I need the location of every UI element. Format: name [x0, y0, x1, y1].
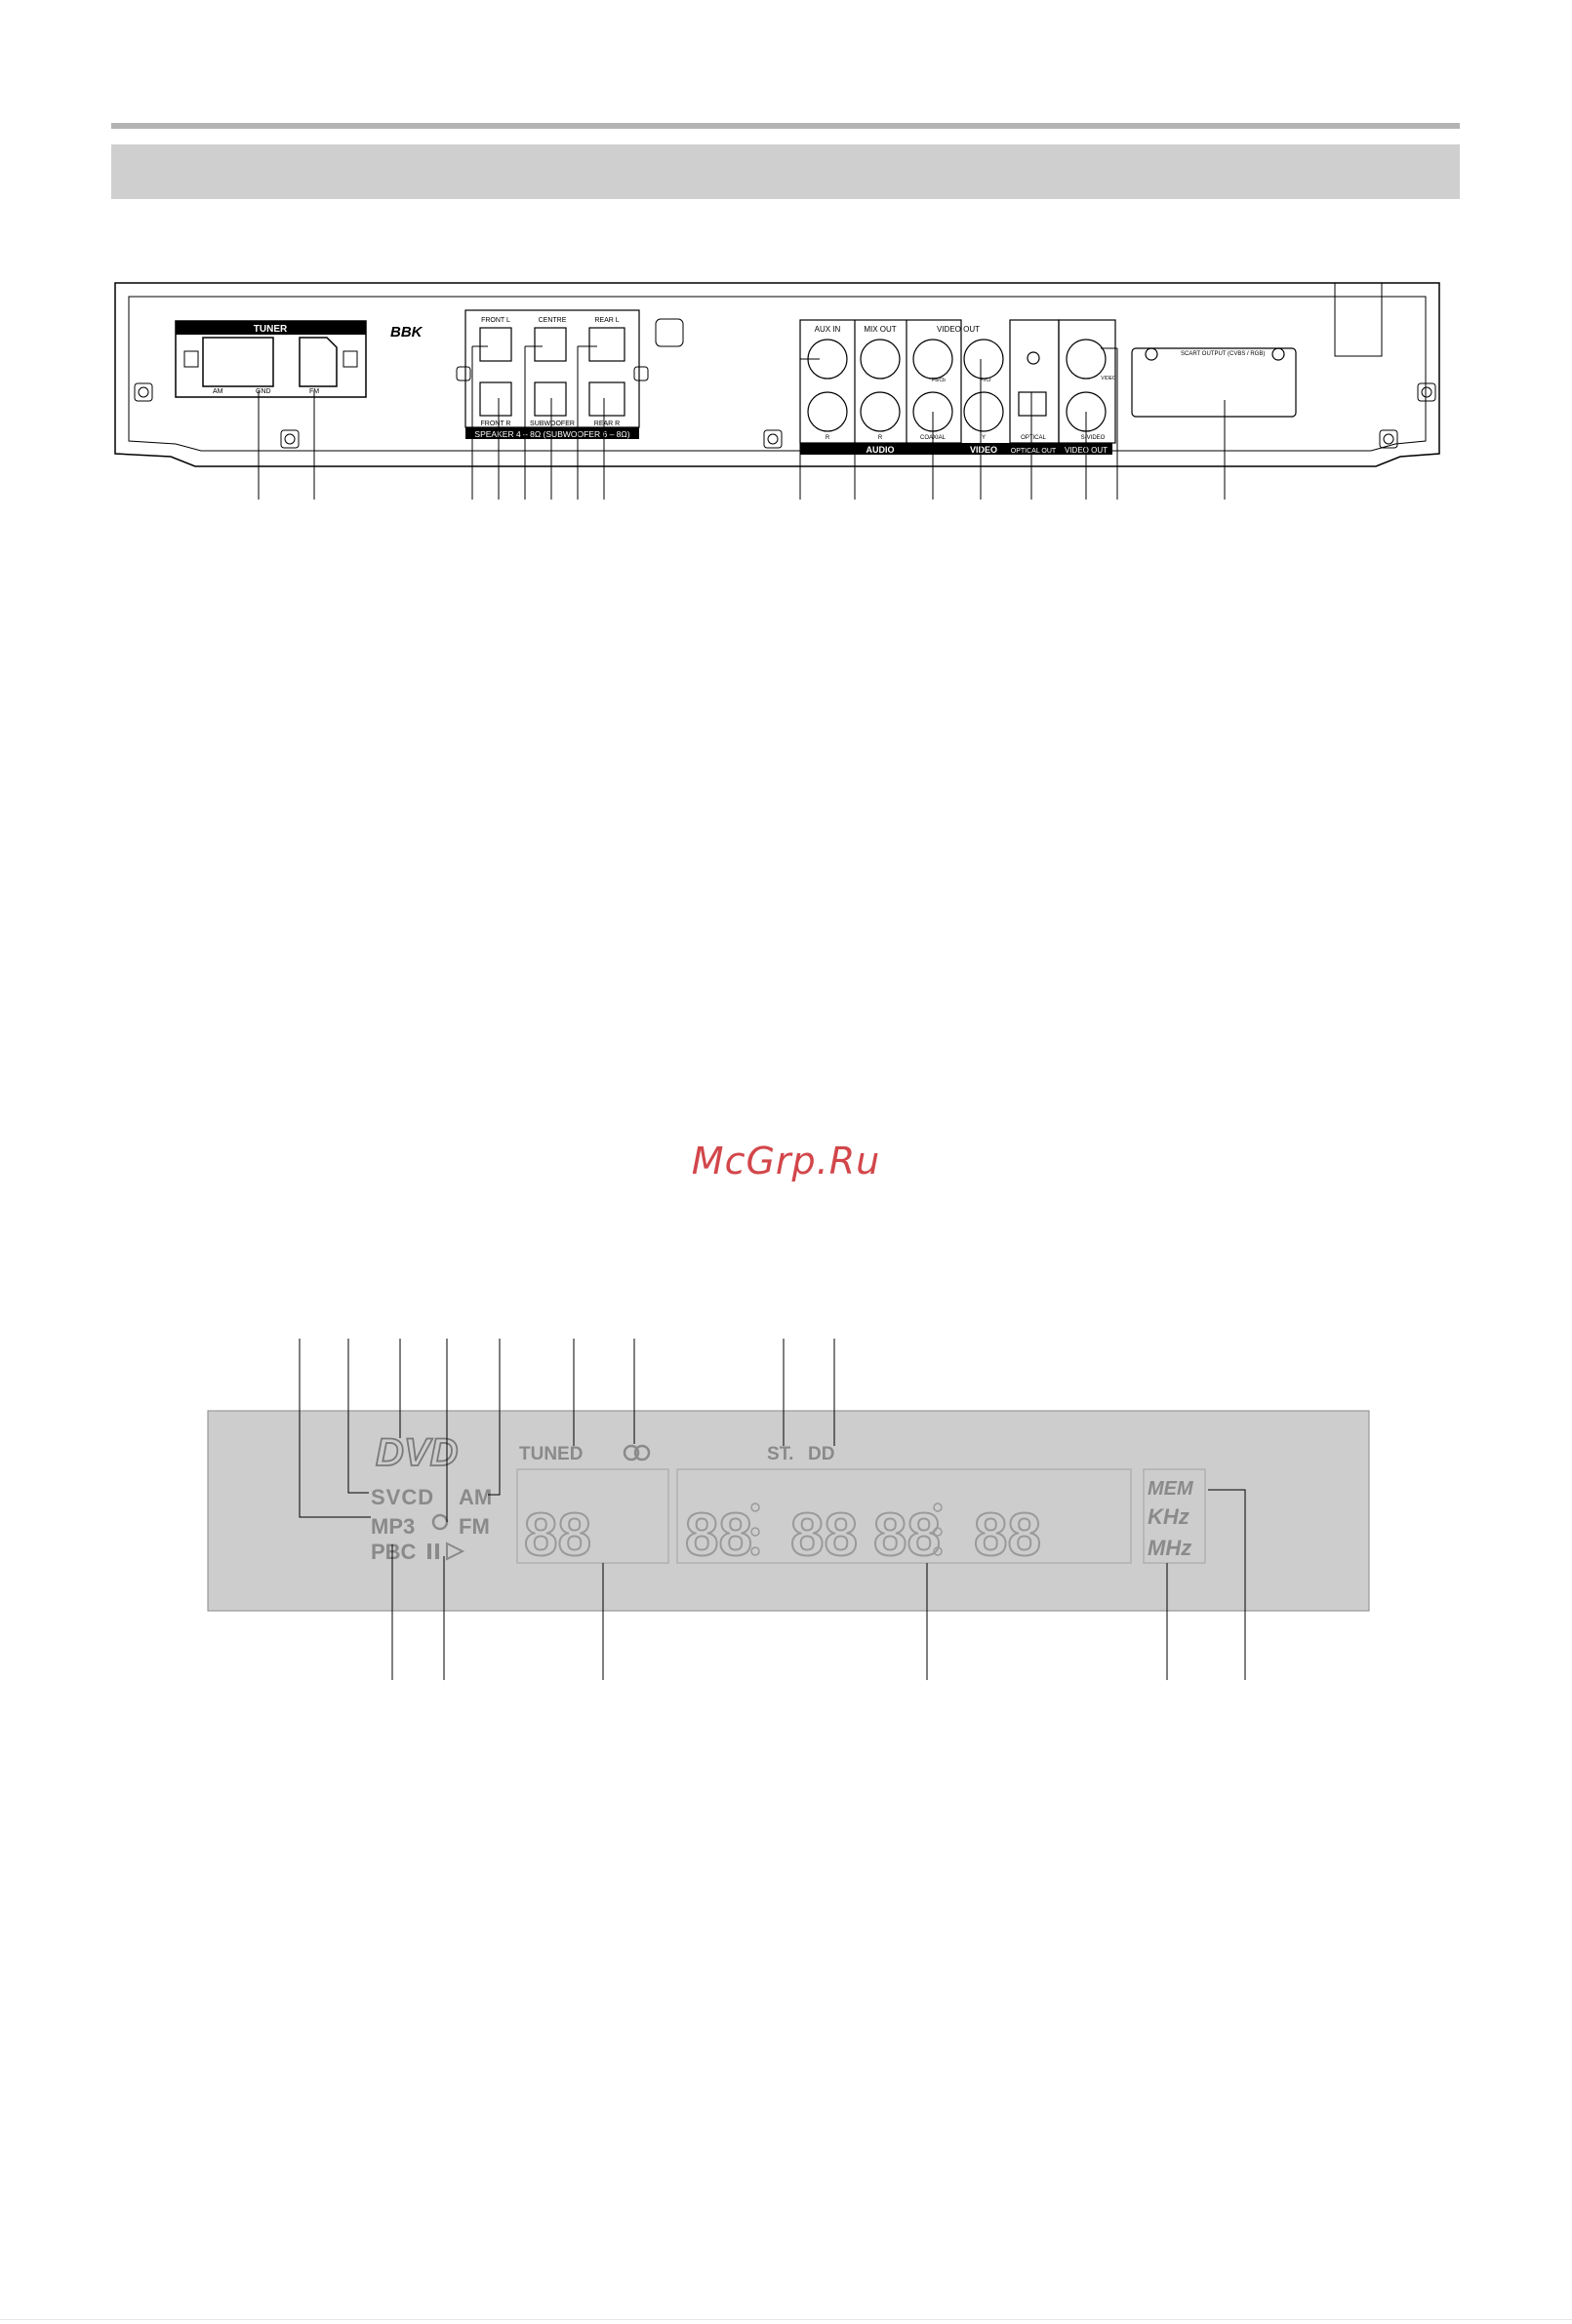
video-out-label: VIDEO OUT [937, 325, 980, 334]
mp3-indicator: MP3 [371, 1514, 415, 1539]
pause-icon [427, 1543, 431, 1559]
rear-callout-lines [258, 345, 1226, 500]
dolby-dd-indicator: DD [808, 1444, 834, 1464]
tuned-indicator: TUNED [519, 1444, 583, 1464]
y-label: Y [982, 435, 986, 441]
video-jack-label: VIDEO [1101, 376, 1116, 381]
rear-panel-diagram: TUNER AM GND FM BBK SPEAKER 4 – 8Ω (SUBW… [114, 282, 1440, 500]
digit-3: 88 [685, 1502, 752, 1569]
pb-label: Pb/Cb [932, 378, 946, 383]
front-l-label: FRONT L [481, 317, 510, 324]
front-r-label: FRONT R [481, 421, 511, 427]
subwoofer-label: SUBWOOFER [530, 421, 575, 427]
svcd-indicator: SVCD [371, 1485, 434, 1509]
digit-7: 88 [873, 1502, 941, 1569]
mhz-indicator: MHz [1148, 1536, 1191, 1560]
speaker-terminals-block: SPEAKER 4 – 8Ω (SUBWOOFER 6 – 8Ω) FRONT … [456, 309, 649, 439]
rear-r-label: REAR R [594, 421, 620, 427]
tuner-title: TUNER [254, 324, 288, 335]
section-header-band [111, 144, 1460, 199]
video-caption: VIDEO [970, 445, 997, 455]
digit-5: 88 [790, 1502, 858, 1569]
fm-indicator: FM [459, 1514, 490, 1539]
tuner-block: TUNER AM GND FM [175, 320, 367, 398]
display-panel [207, 1410, 1370, 1612]
st-indicator: ST. [767, 1444, 793, 1464]
gnd-terminal-label: GND [256, 388, 271, 395]
digit-group-right [676, 1468, 1132, 1564]
digit-1: 88 [524, 1502, 591, 1569]
stereo-icon [623, 1444, 651, 1462]
optical-caption: OPTICAL OUT [1011, 448, 1057, 455]
mem-indicator: MEM [1148, 1478, 1194, 1500]
rear-l-label: REAR L [594, 317, 619, 324]
av-caption-bar [800, 443, 1112, 455]
optical-label: OPTICAL [1021, 435, 1046, 441]
khz-indicator: KHz [1148, 1504, 1189, 1529]
digit-group-left [516, 1468, 669, 1564]
repeat-icon [431, 1513, 449, 1531]
pbc-indicator: PBC [371, 1540, 417, 1564]
dvd-indicator: DVD [376, 1431, 458, 1474]
svideo-label: S-VIDEO [1081, 435, 1106, 441]
centre-label: CENTRE [539, 317, 567, 324]
speaker-caption: SPEAKER 4 – 8Ω (SUBWOOFER 6 – 8Ω) [474, 429, 629, 439]
digit-9: 88 [974, 1502, 1041, 1569]
scart-label: SCART OUTPUT (CVBS / RGB) [1181, 351, 1265, 357]
pr-label: Pr/Cr [980, 378, 991, 383]
audio-caption: AUDIO [867, 445, 895, 455]
mix-out-label: MIX OUT [864, 325, 896, 334]
am-terminal-label: AM [213, 388, 223, 395]
aux-r-label: R [826, 435, 830, 441]
display-callout-lines [299, 1339, 1246, 1680]
aux-in-label: AUX IN [815, 325, 841, 334]
watermark-text: McGrp.Ru [691, 1140, 881, 1182]
footer-rule [0, 2319, 1572, 2320]
unit-indicator-frame [1143, 1468, 1206, 1564]
am-indicator: AM [459, 1485, 492, 1509]
top-rule [111, 123, 1460, 129]
av-jacks-block [799, 319, 1297, 444]
colon-dots [750, 1503, 943, 1556]
mix-r-label: R [878, 435, 883, 441]
play-icon [446, 1542, 465, 1561]
brand-logo: BBK [390, 324, 423, 341]
